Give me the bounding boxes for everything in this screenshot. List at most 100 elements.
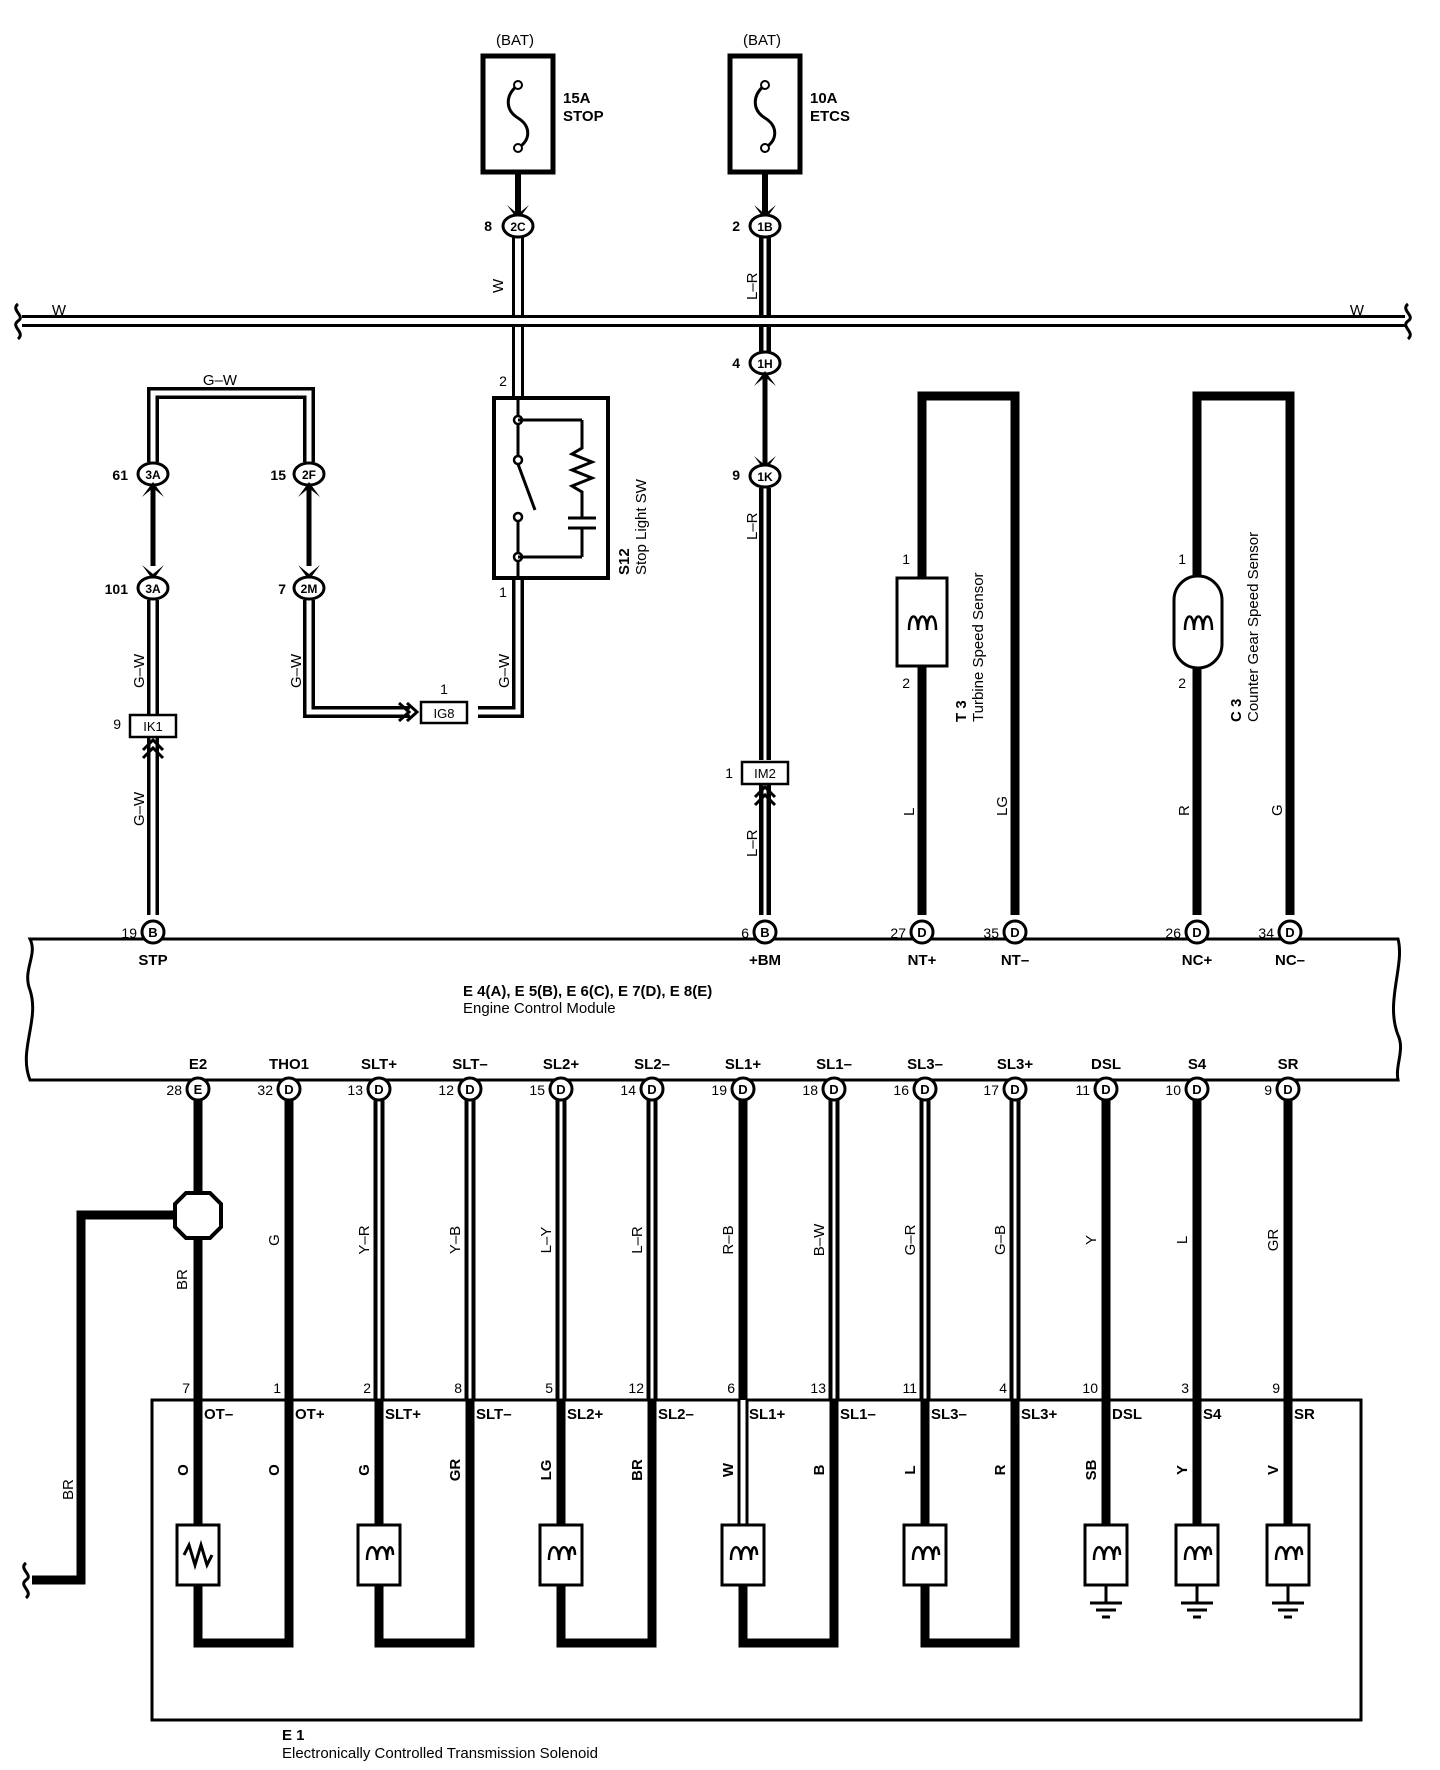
- solenoid-pin-number: 2: [363, 1380, 371, 1396]
- terminal-connector-letter: D: [829, 1082, 838, 1097]
- wire-label: G–W: [288, 653, 305, 688]
- sensor-pin2: 2: [902, 675, 910, 691]
- solenoid-terminal: 1OT+O: [266, 1380, 325, 1476]
- connector-code: 2M: [301, 582, 318, 596]
- junction-code: IK1: [143, 719, 163, 734]
- terminal-circle: D: [1184, 1076, 1210, 1102]
- solenoid-name: Electronically Controlled Transmission S…: [282, 1745, 598, 1762]
- terminal-circle: D: [909, 919, 935, 945]
- terminal-connector-letter: D: [1283, 1082, 1292, 1097]
- terminal-connector-letter: D: [556, 1082, 565, 1097]
- terminal-circle: D: [821, 1076, 847, 1102]
- solenoid-terminal-label: OT–: [204, 1406, 233, 1423]
- solenoid-return-wire: [738, 1400, 839, 1648]
- thermistor-symbol: [175, 1523, 221, 1587]
- switch-pin-top: 2: [499, 373, 507, 389]
- terminal-label: NC+: [1182, 952, 1213, 969]
- bus-wire-left-label: W: [52, 302, 67, 319]
- solenoid-pin-number: 1: [273, 1380, 281, 1396]
- fuse-stop: (BAT) 15A STOP: [480, 32, 604, 175]
- terminal-pin-number: 10: [1165, 1082, 1181, 1098]
- wire-label: Y: [1083, 1235, 1100, 1245]
- wire-label: LG: [994, 796, 1011, 816]
- solenoid-pin-number: 3: [1181, 1380, 1189, 1396]
- junction-code: IG8: [434, 706, 455, 721]
- junction-ik1: 9 IK1: [113, 713, 178, 760]
- terminal-label: NT+: [908, 952, 937, 969]
- wire-label: L: [901, 808, 918, 816]
- fuse-name-label: STOP: [563, 108, 604, 125]
- switch-pin-bottom: 1: [499, 584, 507, 600]
- sensor-pin1: 1: [902, 551, 910, 567]
- wire-label: G–W: [131, 791, 148, 826]
- wire-label: G–W: [496, 653, 513, 688]
- terminal-label: E2: [189, 1056, 207, 1073]
- connector-code: 2C: [510, 220, 526, 234]
- solenoid-pin-number: 7: [182, 1380, 190, 1396]
- engine-control-module: E 4(A), E 5(B), E 6(C), E 7(D), E 8(E) E…: [24, 937, 1403, 1082]
- solenoid-coil: [902, 1400, 1020, 1648]
- solenoid-pin-number: 10: [1082, 1380, 1098, 1396]
- wire-color-labels-top: W L–R L–R L–R G–W G–W G–W G–W G–W L LG R…: [131, 272, 1286, 857]
- coil-symbol: [1265, 1523, 1311, 1587]
- terminal-connector-letter: D: [917, 925, 926, 940]
- ground-icon: [1270, 1583, 1306, 1619]
- connector-1b: 2 1B: [732, 205, 782, 239]
- terminal-pin-number: 17: [983, 1082, 999, 1098]
- terminal-pin-number: 15: [529, 1082, 545, 1098]
- solenoid-wire-label: LG: [538, 1460, 555, 1481]
- solenoid-terminal-label: SL3–: [931, 1406, 967, 1423]
- ground-wire: BR BR: [22, 1191, 223, 1600]
- connector-code: 3A: [145, 468, 161, 482]
- solenoid-wire-label: R: [992, 1464, 1009, 1475]
- terminal-connector-letter: D: [1192, 925, 1201, 940]
- wire-label: G: [1269, 804, 1286, 816]
- terminal-circle: D: [1002, 919, 1028, 945]
- connector-2c: 8 2C: [484, 205, 535, 239]
- terminal-connector-letter: D: [1101, 1082, 1110, 1097]
- terminal-circle: D: [548, 1076, 574, 1102]
- terminal-label: SL1–: [816, 1056, 852, 1073]
- connector-2f: 15 2F: [270, 461, 326, 497]
- solenoid-wire-label: GR: [447, 1459, 464, 1482]
- coil-symbol: [538, 1523, 584, 1587]
- wire-label: GR: [1265, 1229, 1282, 1252]
- connector-code: 2F: [302, 468, 316, 482]
- solenoid-coil: [720, 1400, 839, 1648]
- connector-code: 1H: [757, 357, 772, 371]
- terminal-label: SR: [1278, 1056, 1299, 1073]
- solenoid-terminal-label: SL1–: [840, 1406, 876, 1423]
- terminal-label: DSL: [1091, 1056, 1121, 1073]
- terminal-connector-letter: D: [1285, 925, 1294, 940]
- terminal-circle: E: [185, 1076, 211, 1102]
- terminal-circle: D: [366, 1076, 392, 1102]
- wire-label: L–R: [744, 512, 761, 540]
- terminal-pin-number: 9: [1264, 1082, 1272, 1098]
- switch-name: Stop Light SW: [633, 478, 650, 575]
- solenoid-coil-grounded: [1174, 1400, 1220, 1619]
- junction-ig8: 1 IG8: [397, 681, 469, 725]
- terminal-pin-number: 35: [983, 925, 999, 941]
- connector-pin: 2: [732, 218, 740, 234]
- sensor-pin1: 1: [1178, 551, 1186, 567]
- terminal-circle: D: [1275, 1076, 1301, 1102]
- connector-pin: 15: [270, 467, 286, 483]
- wire-label: L–R: [744, 272, 761, 300]
- fuse-source-label: (BAT): [743, 32, 781, 49]
- terminal-label: SL1+: [725, 1056, 762, 1073]
- terminal-label: NC–: [1275, 952, 1305, 969]
- terminal-circle: D: [276, 1076, 302, 1102]
- terminal-label: S4: [1188, 1056, 1207, 1073]
